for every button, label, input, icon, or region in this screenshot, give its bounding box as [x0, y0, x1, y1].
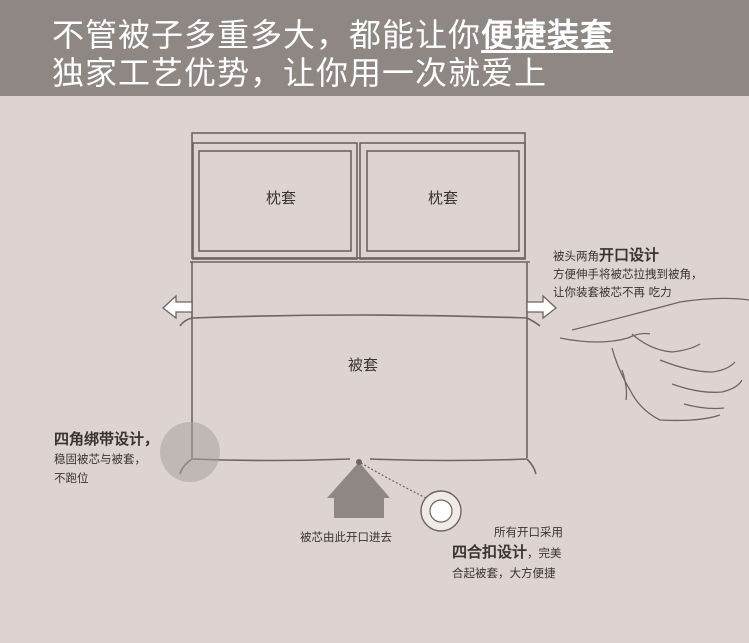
opening-callout-title: 被头两角开口设计	[553, 246, 703, 265]
opening-callout-bold: 开口设计	[599, 246, 660, 264]
pillow-right-inner	[366, 150, 520, 252]
ties-callout-bold: 四角绑带设计	[54, 430, 145, 448]
pillow-left-outline	[192, 142, 358, 260]
tie-top-right	[526, 317, 541, 327]
duvet-label: 被套	[348, 356, 379, 374]
ties-callout-bold-suffix: ，	[144, 430, 160, 448]
ties-callout: 四角绑带设计， 稳固被芯与被套， 不跑位	[54, 430, 159, 488]
header-line-1: 不管被子多重多大，都能让你便捷装套	[52, 10, 613, 56]
ties-callout-line2: 稳固被芯与被套，	[54, 452, 146, 466]
pillow-left-inner	[198, 150, 352, 252]
opening-callout: 被头两角开口设计 方便伸手将被芯拉拽到被角， 让你装套被芯不再 吃力	[553, 246, 703, 301]
buckle-callout-line1: 所有开口采用	[494, 525, 563, 539]
tie-bottom-right	[526, 458, 537, 475]
tie-top-left	[179, 317, 193, 327]
opening-callout-line2: 方便伸手将被芯拉拽到被角，	[553, 267, 703, 281]
header-line-1-prefix: 不管被子多重多大，都能让你	[52, 16, 482, 54]
ties-callout-title: 四角绑带设计，	[54, 430, 159, 450]
opening-callout-line3: 让你装套被芯不再 吃力	[553, 285, 672, 299]
buckle-callout: 所有开口采用 四合扣设计，完美 合起被套，大方便捷	[452, 522, 563, 583]
ties-highlight	[160, 422, 220, 482]
arrow-insert-up	[327, 462, 390, 518]
insert-callout: 被芯由此开口进去	[300, 530, 392, 544]
arrow-right-out	[526, 294, 558, 320]
opening-callout-prefix: 被头两角	[553, 249, 599, 263]
buckle-top	[356, 459, 362, 465]
header-line-2: 独家工艺优势，让你用一次就爱上	[52, 54, 548, 92]
buckle-callout-title: 四合扣设计，完美	[452, 542, 563, 563]
buckle-line	[360, 462, 431, 501]
buckle-callout-line3: 合起被套，大方便捷	[452, 566, 556, 580]
hand-sketch	[559, 297, 749, 422]
buckle-callout-suffix: ，完美	[527, 546, 562, 560]
pillow-left-label: 枕套	[266, 189, 297, 207]
pillow-right-label: 枕套	[428, 189, 459, 207]
arrow-left-out	[161, 294, 193, 320]
buckle-callout-bold: 四合扣设计	[452, 543, 528, 561]
duvet-outline	[190, 261, 530, 458]
header-emphasis: 便捷装套	[481, 16, 614, 54]
header-banner: 不管被子多重多大，都能让你便捷装套 独家工艺优势，让你用一次就爱上	[0, 0, 749, 96]
pillow-right-outline	[359, 142, 526, 260]
buckle-snap-inner	[429, 499, 453, 523]
ties-callout-line3: 不跑位	[54, 471, 89, 485]
